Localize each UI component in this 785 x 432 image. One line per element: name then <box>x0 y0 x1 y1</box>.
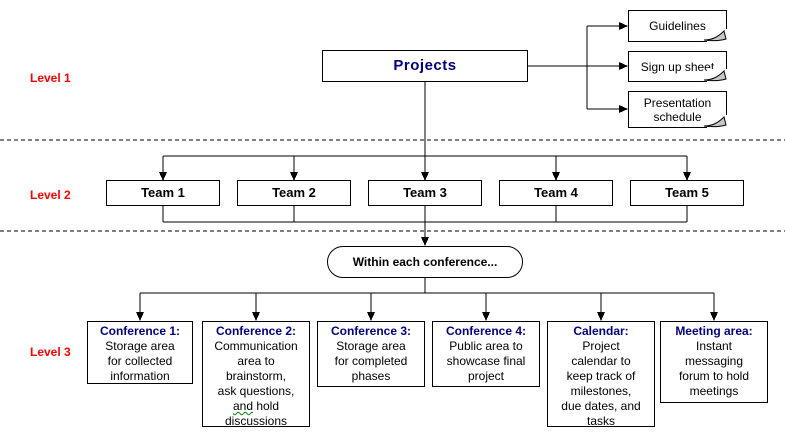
conference-2-body: Communication area to brainstorm, ask qu… <box>214 339 298 428</box>
node-team-3: Team 3 <box>368 180 482 206</box>
node-projects: Projects <box>322 50 528 82</box>
projects-label: Projects <box>393 57 457 74</box>
node-conference-4: Conference 4: Public area to showcase fi… <box>432 321 540 387</box>
node-calendar: Calendar: Project calendar to keep track… <box>547 321 655 428</box>
conference-1-body: Storage area for collected information <box>105 339 175 383</box>
level-3-label: Level 3 <box>30 345 71 359</box>
team-2-label: Team 2 <box>272 185 316 200</box>
node-team-2: Team 2 <box>237 180 351 206</box>
level-2-label: Level 2 <box>30 188 71 202</box>
within-each-conference-label: Within each conference... <box>352 255 498 269</box>
spellcheck-squiggle: and <box>232 399 253 413</box>
meeting-area-body: Instant messaging forum to hold meetings <box>678 339 750 398</box>
calendar-body: Project calendar to keep track of milest… <box>561 339 641 428</box>
conference-3-body: Storage area for completed phases <box>334 339 408 383</box>
team-3-label: Team 3 <box>403 185 447 200</box>
page-curl-icon <box>703 29 727 42</box>
conference-1-title: Conference 1: <box>99 324 181 338</box>
node-conference-3: Conference 3: Storage area for completed… <box>317 321 425 387</box>
node-conference-2: Conference 2: Communication area to brai… <box>202 321 310 428</box>
node-guidelines: Guidelines <box>628 10 727 42</box>
team-1-label: Team 1 <box>141 185 185 200</box>
page-curl-icon <box>703 69 727 82</box>
node-team-4: Team 4 <box>499 180 613 206</box>
conference-2-title: Conference 2: <box>215 324 297 338</box>
presentation-schedule-label: Presentation schedule <box>643 95 712 124</box>
guidelines-label: Guidelines <box>649 19 706 33</box>
meeting-area-title: Meeting area: <box>675 324 753 338</box>
team-5-label: Team 5 <box>665 185 709 200</box>
node-team-1: Team 1 <box>106 180 220 206</box>
conference-4-body: Public area to showcase final project <box>446 339 526 383</box>
conference-4-title: Conference 4: <box>445 324 527 338</box>
page-curl-icon <box>703 115 727 128</box>
node-meeting-area: Meeting area: Instant messaging forum to… <box>660 321 768 403</box>
conference-3-title: Conference 3: <box>330 324 412 338</box>
node-presentation-schedule: Presentation schedule <box>628 91 727 128</box>
team-4-label: Team 4 <box>534 185 578 200</box>
node-sign-up-sheet: Sign up sheet <box>628 51 727 82</box>
node-within-each-conference: Within each conference... <box>327 246 523 278</box>
calendar-title: Calendar: <box>573 324 629 338</box>
level-1-label: Level 1 <box>30 71 71 85</box>
node-team-5: Team 5 <box>630 180 744 206</box>
sign-up-sheet-label: Sign up sheet <box>640 59 715 74</box>
node-conference-1: Conference 1: Storage area for collected… <box>87 321 193 384</box>
